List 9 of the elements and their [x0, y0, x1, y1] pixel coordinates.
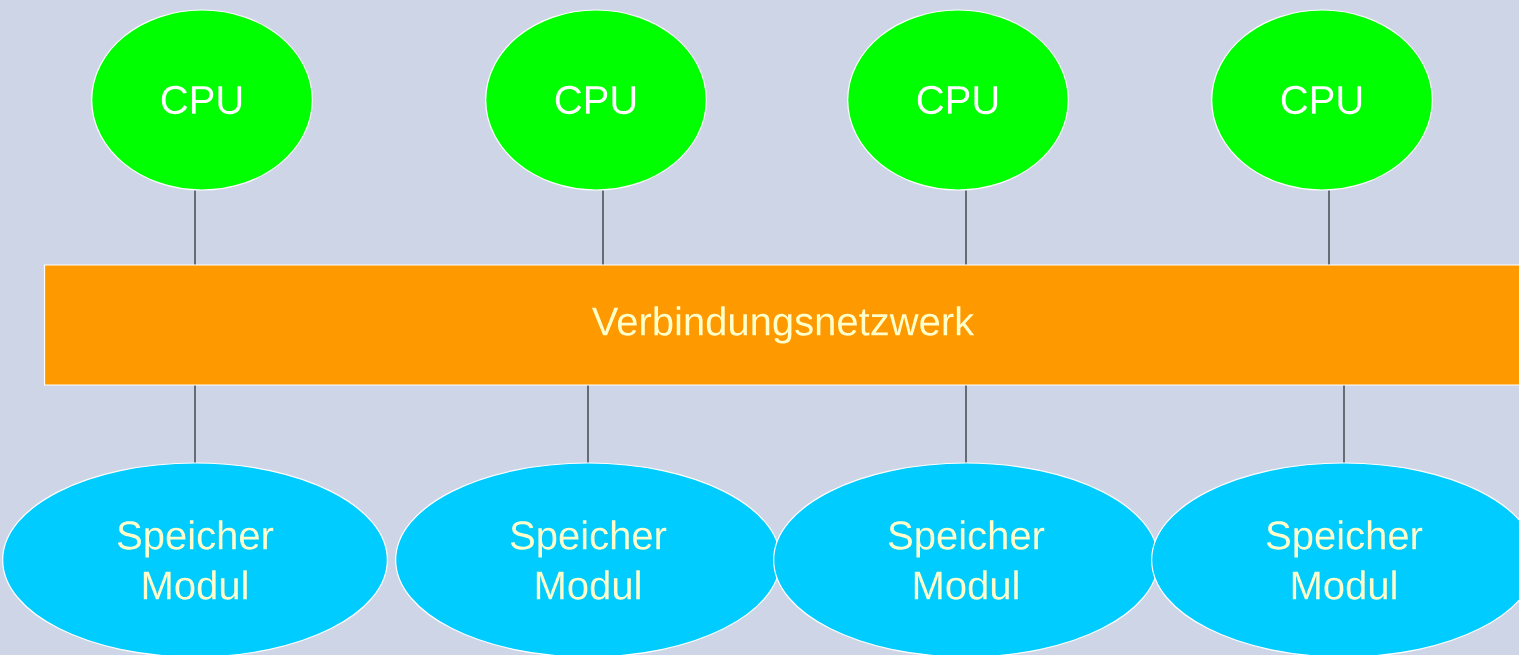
connector-line — [194, 385, 196, 463]
network-bar: Verbindungsnetzwerk — [43, 264, 1519, 386]
connector-line — [194, 190, 196, 265]
connector-line — [587, 385, 589, 463]
connector-line — [965, 190, 967, 265]
connector-line — [1328, 190, 1330, 265]
connector-line — [965, 385, 967, 463]
connector-line — [1343, 385, 1345, 463]
connector-line — [602, 190, 604, 265]
